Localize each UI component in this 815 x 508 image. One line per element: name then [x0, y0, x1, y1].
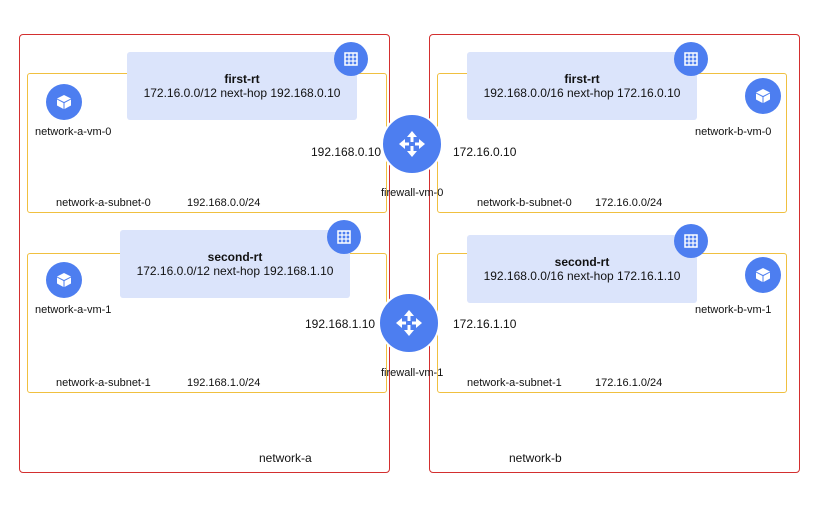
subnet-name: network-a-subnet-1 [56, 377, 151, 389]
first-rt-a: first-rt 172.16.0.0/12 next-hop 192.168.… [127, 52, 357, 120]
route-table-title: first-rt [224, 72, 260, 86]
cube-icon [745, 78, 781, 114]
first-rt-b: first-rt 192.168.0.0/16 next-hop 172.16.… [467, 52, 697, 120]
subnet-cidr: 172.16.1.0/24 [595, 377, 663, 389]
vm-label: network-a-vm-0 [35, 126, 112, 138]
route-entry: 192.168.0.0/16 next-hop 172.16.0.10 [483, 86, 681, 100]
route-entry: 172.16.0.0/12 next-hop 192.168.1.10 [136, 264, 334, 278]
firewall-ip-a: 192.168.1.10 [305, 317, 376, 331]
route-table-title: second-rt [207, 250, 263, 264]
firewall-ip-b: 172.16.0.10 [453, 145, 517, 159]
cube-icon [745, 257, 781, 293]
firewall-name: firewall-vm-0 [381, 187, 444, 199]
firewall-ip-a: 192.168.0.10 [311, 145, 382, 159]
subnet-cidr: 172.16.0.0/24 [595, 197, 663, 209]
subnet-name: network-b-subnet-0 [477, 197, 572, 209]
network-a-label: network-a [259, 451, 312, 465]
network-a-container [19, 34, 390, 473]
second-rt-a: second-rt 172.16.0.0/12 next-hop 192.168… [120, 230, 350, 298]
network-b-container [429, 34, 800, 473]
cube-icon [46, 84, 82, 120]
route-table-icon [674, 42, 708, 76]
route-table-title: second-rt [554, 255, 610, 269]
route-table-icon [334, 42, 368, 76]
subnet-name: network-a-subnet-0 [56, 197, 151, 209]
subnet-cidr: 192.168.0.0/24 [187, 197, 261, 209]
firewall-ip-b: 172.16.1.10 [453, 317, 517, 331]
vm-label: network-b-vm-1 [695, 304, 772, 316]
route-table-icon [327, 220, 361, 254]
route-table-icon [674, 224, 708, 258]
route-entry: 172.16.0.0/12 next-hop 192.168.0.10 [143, 86, 341, 100]
firewall-name: firewall-vm-1 [381, 367, 444, 379]
second-rt-b: second-rt 192.168.0.0/16 next-hop 172.16… [467, 235, 697, 303]
subnet-cidr: 192.168.1.0/24 [187, 377, 261, 389]
router-arrows-icon [378, 292, 440, 354]
vm-label: network-a-vm-1 [35, 304, 112, 316]
router-arrows-icon [381, 113, 443, 175]
route-entry: 192.168.0.0/16 next-hop 172.16.1.10 [483, 269, 681, 283]
subnet-name: network-a-subnet-1 [467, 377, 562, 389]
network-b-label: network-b [509, 451, 562, 465]
vm-label: network-b-vm-0 [695, 126, 772, 138]
route-table-title: first-rt [564, 72, 600, 86]
cube-icon [46, 262, 82, 298]
